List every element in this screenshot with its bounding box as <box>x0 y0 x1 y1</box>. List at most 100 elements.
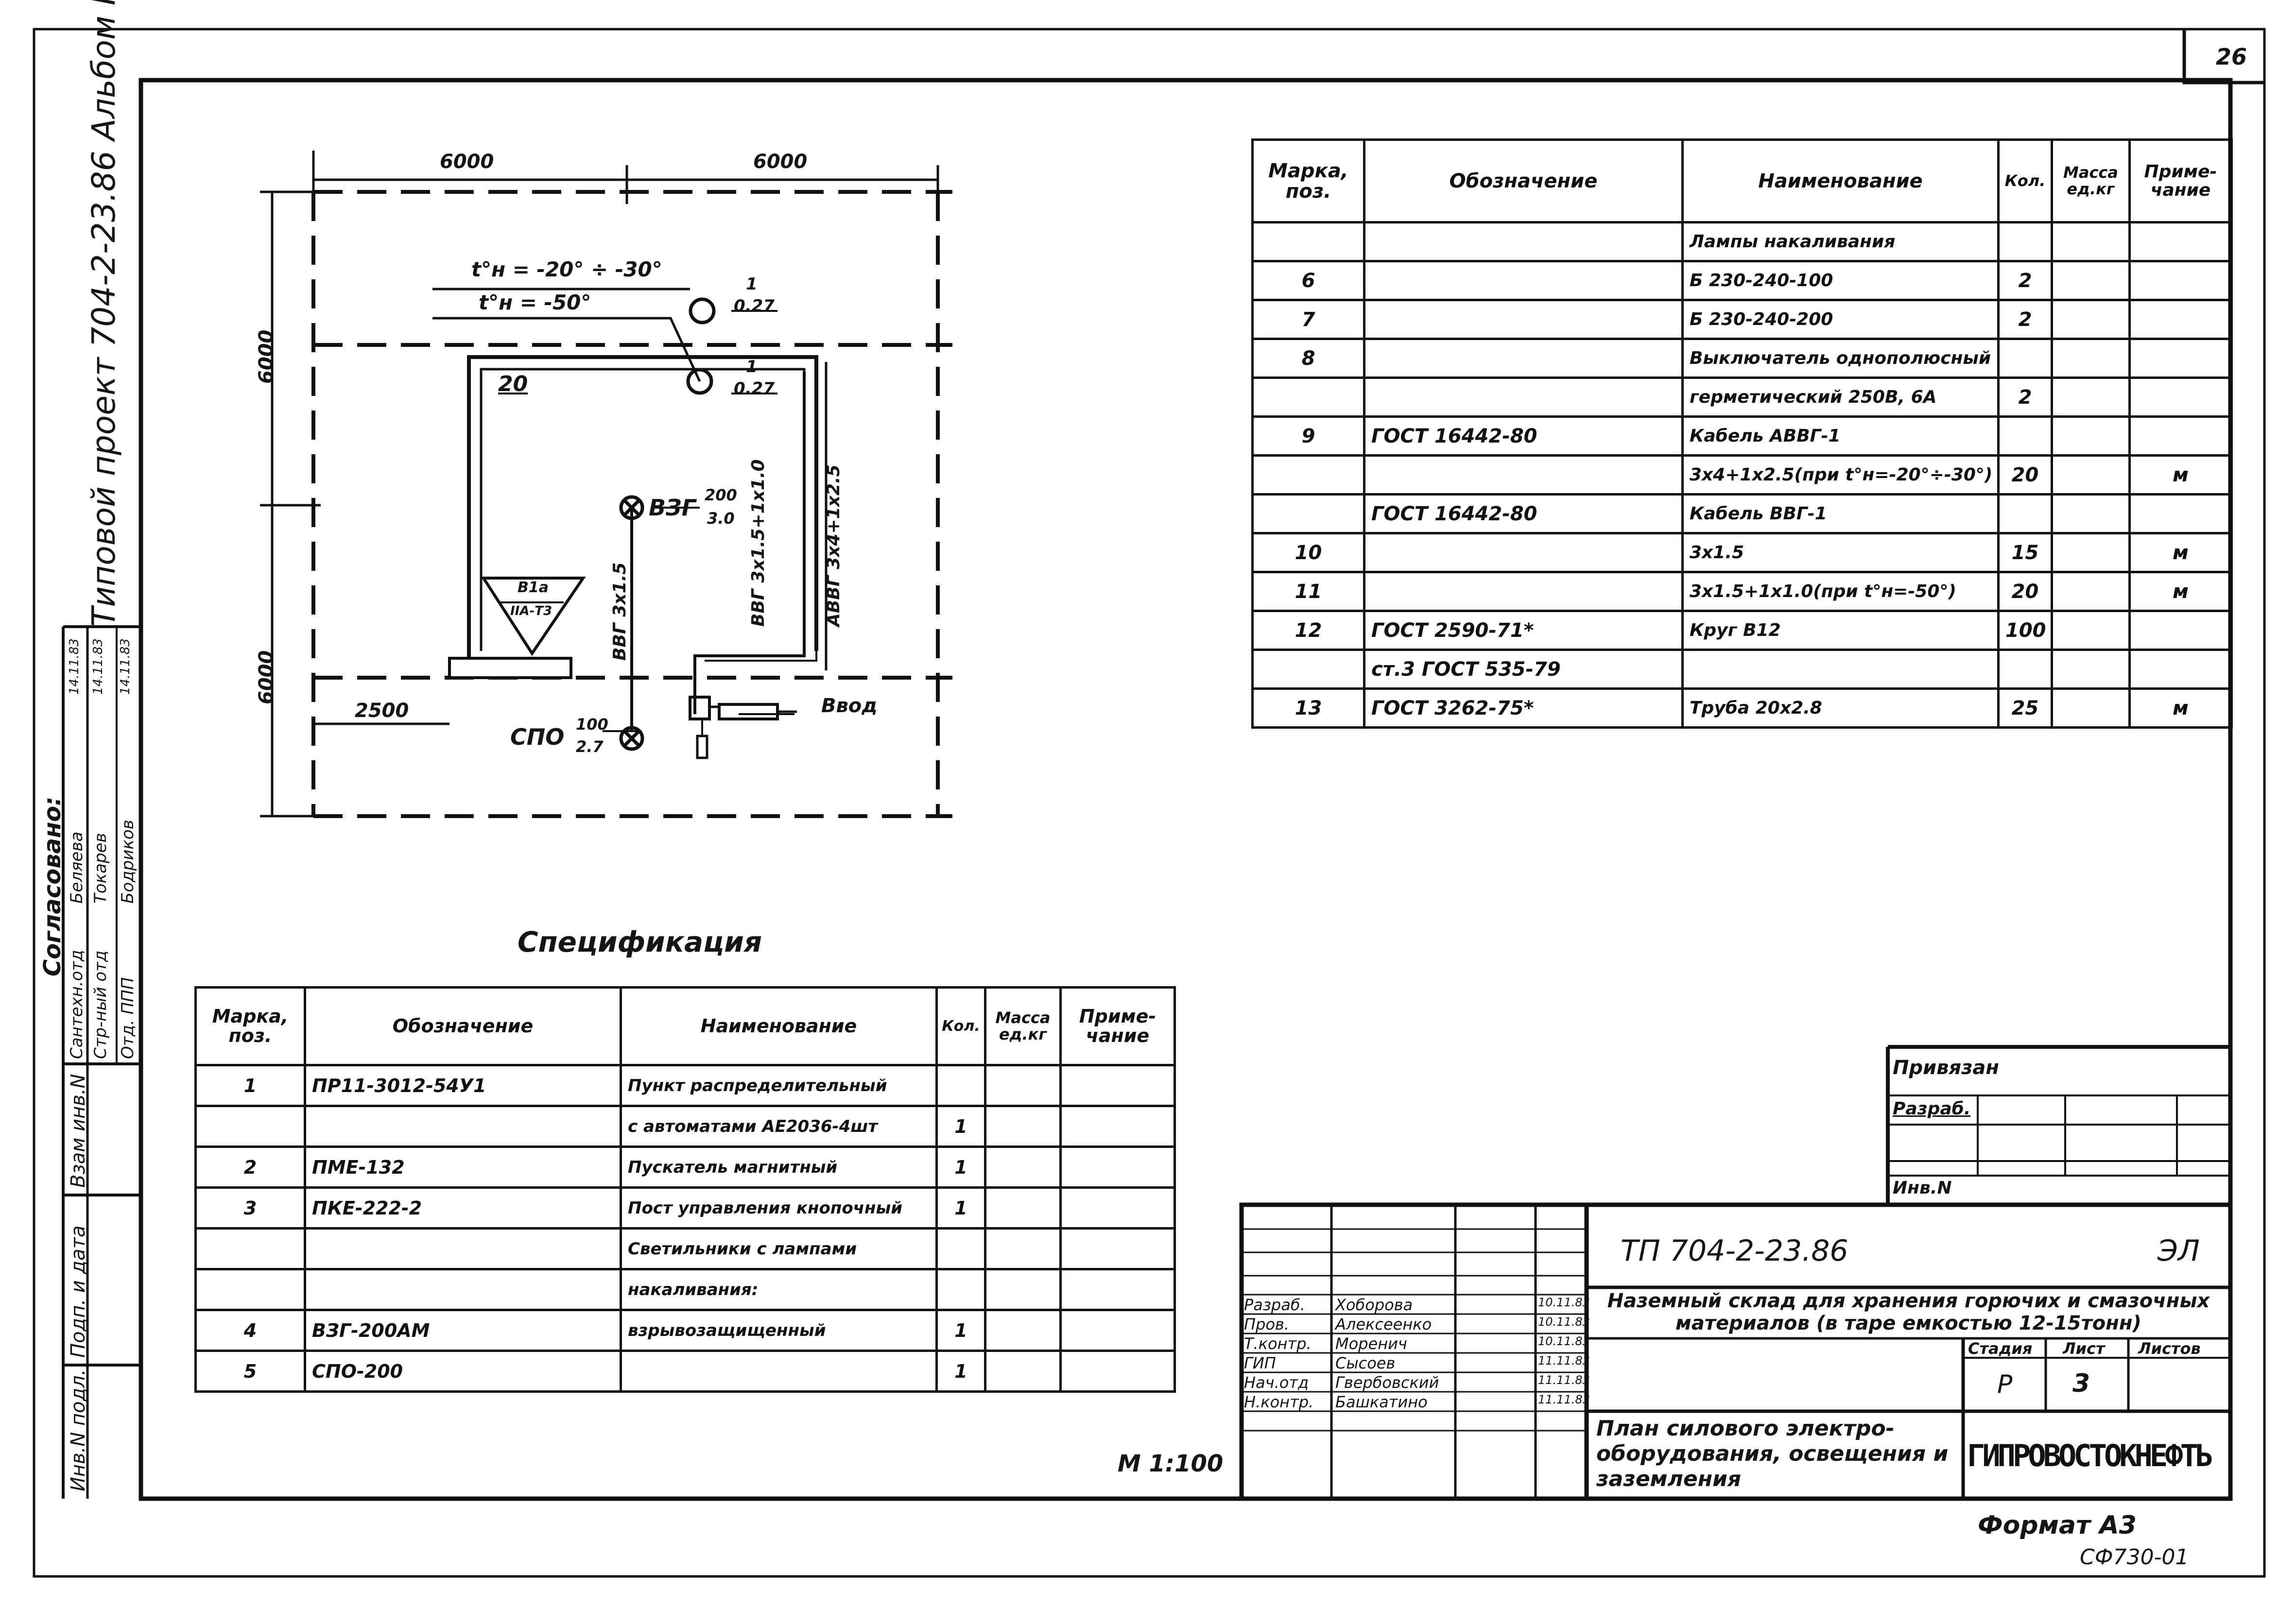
cell-pos: 8 <box>1251 338 1365 379</box>
cell-qty: 20 <box>1997 571 2053 612</box>
lamp-1-bottom: 3.0 <box>707 509 735 528</box>
cell-qty: 2 <box>1997 299 2053 340</box>
cell-note: м <box>2128 532 2233 573</box>
signature-date: 10.11.83 <box>1538 1315 1590 1329</box>
cell-name <box>1681 649 2000 690</box>
signature-date: 11.11.83 <box>1538 1373 1590 1387</box>
cell-qty <box>1997 338 2053 379</box>
cell-name: Труба 20х2.8 <box>1681 687 2000 729</box>
approval-dept-1: Сантехн.отд <box>67 950 86 1059</box>
cell-note <box>1059 1309 1176 1352</box>
cell-pos <box>1251 493 1365 534</box>
cell-designation <box>304 1268 622 1311</box>
signature-role: ГИП <box>1244 1354 1276 1372</box>
cell-qty: 15 <box>1997 532 2053 573</box>
outer-frame <box>33 28 2266 1578</box>
cell-name: Круг В12 <box>1681 610 2000 651</box>
col-note-header: Приме-чание <box>2128 138 2233 223</box>
temp-label-2: t°н = -50° <box>479 291 591 314</box>
cell-designation <box>1363 454 1684 496</box>
spec-row: Светильники с лампами <box>194 1227 1176 1270</box>
cell-mass <box>984 1227 1062 1270</box>
tag-1-bottom: 0.27 <box>734 296 775 316</box>
signature-role: Н.контр. <box>1244 1393 1314 1411</box>
cell-pos: 9 <box>1251 415 1365 457</box>
cell-designation: ст.3 ГОСТ 535-79 <box>1363 649 1684 690</box>
album-label: Типовой проект 704-2-23.86 Альбом I <box>85 0 122 627</box>
cell-pos: 12 <box>1251 610 1365 651</box>
object-title: Наземный склад для хранения горючих и см… <box>1607 1290 2210 1334</box>
cell-mass <box>2051 338 2131 379</box>
cell-mass <box>984 1145 1062 1189</box>
cell-designation: ГОСТ 2590-71* <box>1363 610 1684 651</box>
cell-mass <box>2051 571 2131 612</box>
cell-note <box>1059 1064 1176 1107</box>
cell-designation: ПМЕ-132 <box>304 1145 622 1189</box>
organization: ГИПРОВОСТОКНЕФТЬ <box>1967 1438 2213 1473</box>
zone-class-top: В1а <box>518 579 549 596</box>
cell-pos: 5 <box>194 1350 306 1393</box>
signature-name: Башкатино <box>1335 1393 1428 1411</box>
cell-qty <box>1997 493 2053 534</box>
cell-mass <box>2051 687 2131 729</box>
cell-pos: 6 <box>1251 260 1365 301</box>
spec-table-left: Марка,поз. Обозначение Наименование Кол.… <box>194 986 1176 1393</box>
cell-designation <box>1363 299 1684 340</box>
cell-pos <box>1251 376 1365 418</box>
cell-name: накаливания: <box>620 1268 938 1311</box>
cell-note <box>1059 1186 1176 1230</box>
signature-date: 10.11.83 <box>1538 1334 1590 1348</box>
cell-note <box>2128 221 2233 262</box>
cell-qty: 1 <box>935 1186 986 1230</box>
cell-mass <box>984 1309 1062 1352</box>
signature-date: 10.11.83 <box>1538 1296 1590 1309</box>
spec-title: Спецификация <box>518 925 762 958</box>
cell-mass <box>984 1064 1062 1107</box>
cell-mass <box>984 1186 1062 1230</box>
lamp-2-bottom: 2.7 <box>576 737 604 756</box>
cell-name: Светильники с лампами <box>620 1227 938 1270</box>
cell-pos: 4 <box>194 1309 306 1352</box>
spec-row: Лампы накаливания <box>1251 221 2233 262</box>
cell-qty: 1 <box>935 1145 986 1189</box>
cell-pos <box>194 1227 306 1270</box>
cell-note <box>2128 260 2233 301</box>
cell-note: м <box>2128 687 2233 729</box>
cell-qty: 2 <box>1997 376 2053 418</box>
col-qty-header: Кол. <box>1997 138 2053 223</box>
signature-name: Хоборова <box>1335 1296 1413 1314</box>
sheets-label: Листов <box>2138 1339 2201 1358</box>
project-code: ТП 704-2-23.86 <box>1621 1234 1848 1268</box>
spec-row: ст.3 ГОСТ 535-79 <box>1251 649 2233 690</box>
binding-razrab: Разраб. <box>1893 1099 1971 1119</box>
zone-class-bottom: IIА-Т3 <box>510 604 552 618</box>
title-block-grid <box>1239 1045 2233 1501</box>
cell-note <box>2128 338 2233 379</box>
cell-mass <box>2051 493 2131 534</box>
spec-row: накаливания: <box>194 1268 1176 1311</box>
replace-inv-label: Взам инв.N <box>67 1074 89 1188</box>
cell-name: 3х1.5 <box>1681 532 2000 573</box>
cell-designation <box>1363 571 1684 612</box>
cell-note <box>1059 1350 1176 1393</box>
cell-name: 3х1.5+1х1.0(при t°н=-50°) <box>1681 571 2000 612</box>
cell-qty <box>935 1227 986 1270</box>
approval-name-1: Беляева <box>67 831 86 904</box>
cell-name: 3х4+1х2.5(при t°н=-20°÷-30°) <box>1681 454 2000 496</box>
cell-pos <box>194 1268 306 1311</box>
cable-label-2: ВВГ 3х1.5+1х1.0 <box>748 459 768 627</box>
cell-qty <box>1997 649 2053 690</box>
col-pos-header: Марка,поз. <box>194 986 306 1066</box>
cell-designation <box>1363 221 1684 262</box>
scale-label: М 1:100 <box>1118 1450 1224 1477</box>
